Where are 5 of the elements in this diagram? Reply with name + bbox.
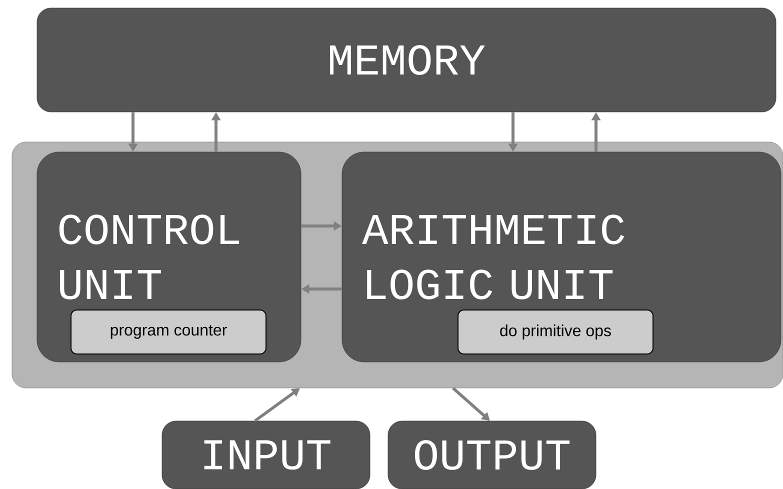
register-box: program counter: [70, 309, 266, 354]
memory-box: MEMORY: [36, 8, 776, 112]
input-box: INPUT: [162, 420, 370, 489]
output-box: OUTPUT: [388, 420, 596, 489]
operation-box: do primitive ops: [458, 309, 654, 354]
